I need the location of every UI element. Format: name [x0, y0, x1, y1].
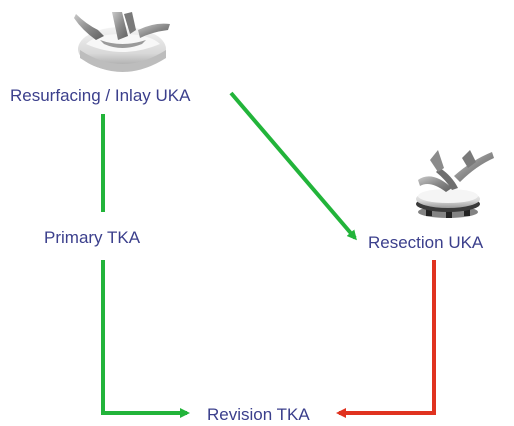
arrow-resurfacing-to-resection [229, 91, 357, 241]
primary-tka-label: Primary TKA [44, 228, 141, 247]
resection-uka-label: Resection UKA [368, 233, 484, 252]
arrow-resection-to-revision [336, 260, 436, 418]
revision-tka-label: Revision TKA [207, 405, 310, 424]
resurfacing-inlay-uka-label: Resurfacing / Inlay UKA [10, 86, 191, 105]
arrow-primary-to-revision [101, 260, 190, 418]
resection-knee-implant-icon [416, 150, 494, 218]
resurfacing-knee-implant-icon [74, 12, 170, 72]
